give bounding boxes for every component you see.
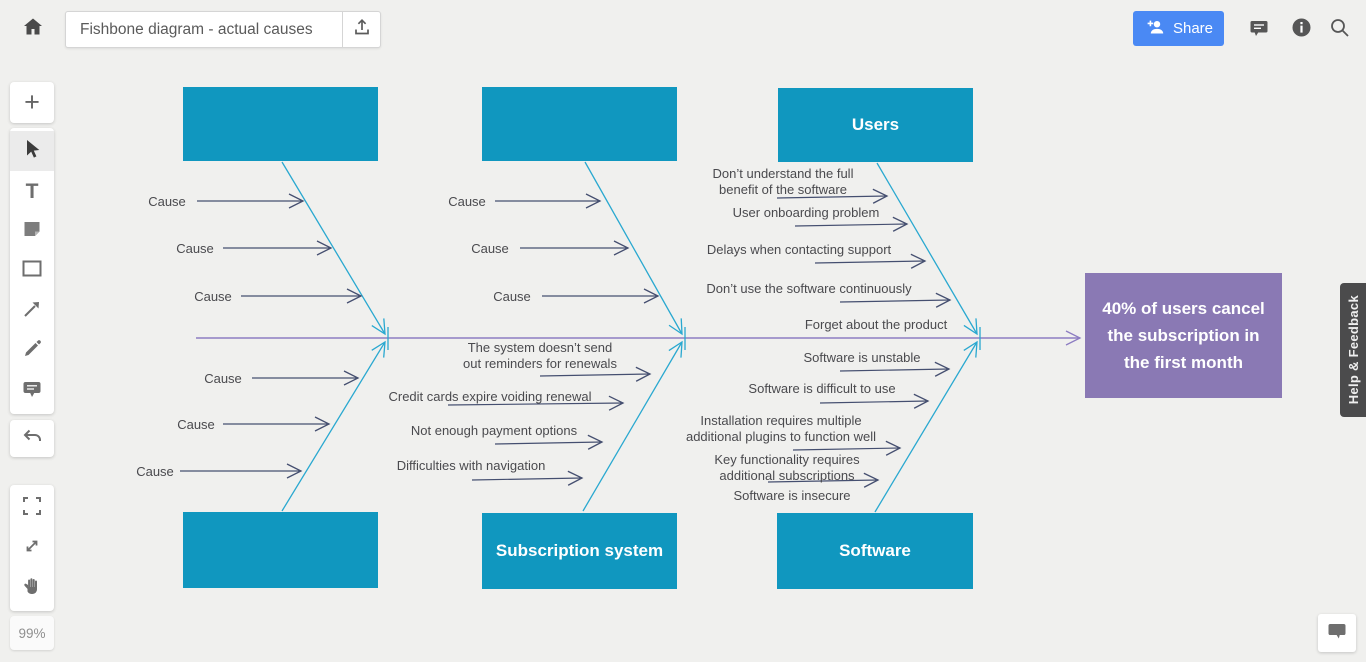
rectangle-tool[interactable] bbox=[10, 251, 54, 291]
info-icon bbox=[1291, 17, 1312, 43]
chat-button[interactable] bbox=[1318, 614, 1356, 652]
category-box-users[interactable]: Users bbox=[778, 88, 973, 162]
fit-to-screen-button[interactable] bbox=[10, 528, 54, 568]
sticky-note-icon bbox=[22, 219, 42, 244]
zoom-level[interactable]: 99% bbox=[10, 616, 54, 650]
comment-bubble-icon bbox=[22, 379, 42, 404]
cause-label[interactable]: Credit cards expire voiding renewal bbox=[388, 389, 592, 404]
document-title-input[interactable] bbox=[66, 12, 342, 47]
category-box-top-middle[interactable] bbox=[482, 87, 677, 161]
cause-label[interactable]: Delays when contacting support bbox=[706, 242, 892, 257]
export-button[interactable] bbox=[342, 12, 380, 47]
hand-icon bbox=[22, 576, 42, 601]
comments-button[interactable] bbox=[1248, 19, 1270, 41]
cause-label[interactable]: Cause bbox=[471, 241, 509, 256]
info-button[interactable] bbox=[1290, 17, 1312, 43]
arrow-icon bbox=[22, 299, 42, 324]
category-box-subscription-system[interactable]: Subscription system bbox=[482, 513, 677, 589]
cause-label[interactable]: Installation requires multiple additiona… bbox=[685, 413, 877, 444]
cause-label[interactable]: Key functionality requires additional su… bbox=[714, 452, 860, 483]
cause-label[interactable]: Cause bbox=[204, 371, 242, 386]
pencil-icon bbox=[22, 339, 42, 364]
cause-label[interactable]: Software is unstable bbox=[803, 350, 921, 365]
pan-tool[interactable] bbox=[10, 568, 54, 608]
plus-icon: + bbox=[24, 87, 40, 117]
text-icon: T bbox=[25, 179, 39, 203]
share-button-label: Share bbox=[1172, 20, 1214, 37]
cause-label[interactable]: Software is difficult to use bbox=[748, 381, 896, 396]
undo-button[interactable] bbox=[10, 420, 54, 457]
search-icon bbox=[1329, 17, 1350, 43]
connector-tool[interactable] bbox=[10, 291, 54, 331]
cause-label[interactable]: Forget about the product bbox=[804, 317, 948, 332]
add-person-icon bbox=[1144, 18, 1166, 40]
help-feedback-label: Help & Feedback bbox=[1345, 295, 1361, 405]
document-title-group bbox=[65, 11, 381, 48]
cause-label[interactable]: Cause bbox=[136, 464, 174, 479]
cause-label[interactable]: Cause bbox=[176, 241, 214, 256]
cause-label[interactable]: Cause bbox=[194, 289, 232, 304]
comment-icon bbox=[1248, 17, 1270, 44]
cause-label[interactable]: Cause bbox=[148, 194, 186, 209]
cause-label[interactable]: Difficulties with navigation bbox=[396, 458, 546, 473]
cause-label[interactable]: User onboarding problem bbox=[732, 205, 880, 220]
fullscreen-button[interactable] bbox=[10, 488, 54, 528]
note-tool[interactable] bbox=[10, 211, 54, 251]
category-box-software[interactable]: Software bbox=[777, 513, 973, 589]
rectangle-icon bbox=[22, 260, 42, 282]
home-button[interactable] bbox=[18, 14, 48, 44]
chat-bubble-icon bbox=[1327, 621, 1347, 645]
share-button[interactable]: Share bbox=[1133, 11, 1224, 46]
cause-label[interactable]: Software is insecure bbox=[733, 488, 851, 503]
cause-label[interactable]: Cause bbox=[177, 417, 215, 432]
text-tool[interactable]: T bbox=[10, 171, 54, 211]
cause-label[interactable]: Cause bbox=[448, 194, 486, 209]
search-button[interactable] bbox=[1328, 19, 1350, 41]
cause-label[interactable]: The system doesn’t send out reminders fo… bbox=[463, 340, 617, 371]
cause-label[interactable]: Cause bbox=[493, 289, 531, 304]
add-shape-button[interactable]: + bbox=[10, 82, 54, 123]
cause-label[interactable]: Don’t understand the full benefit of the… bbox=[712, 166, 854, 197]
select-tool[interactable] bbox=[10, 131, 54, 171]
effect-box[interactable]: 40% of users cancel the subscription in … bbox=[1085, 273, 1282, 398]
comment-tool[interactable] bbox=[10, 371, 54, 411]
upload-icon bbox=[352, 17, 372, 42]
cause-label[interactable]: Not enough payment options bbox=[410, 423, 578, 438]
fullscreen-icon bbox=[22, 496, 42, 521]
cause-label[interactable]: Don’t use the software continuously bbox=[706, 281, 912, 296]
home-icon bbox=[21, 15, 45, 44]
draw-tool[interactable] bbox=[10, 331, 54, 371]
help-feedback-tab[interactable]: Help & Feedback bbox=[1340, 283, 1366, 417]
cursor-icon bbox=[22, 138, 42, 165]
expand-arrows-icon bbox=[22, 536, 42, 561]
undo-icon bbox=[21, 427, 43, 450]
category-box-top-left[interactable] bbox=[183, 87, 378, 161]
category-box-bottom-left[interactable] bbox=[183, 512, 378, 588]
